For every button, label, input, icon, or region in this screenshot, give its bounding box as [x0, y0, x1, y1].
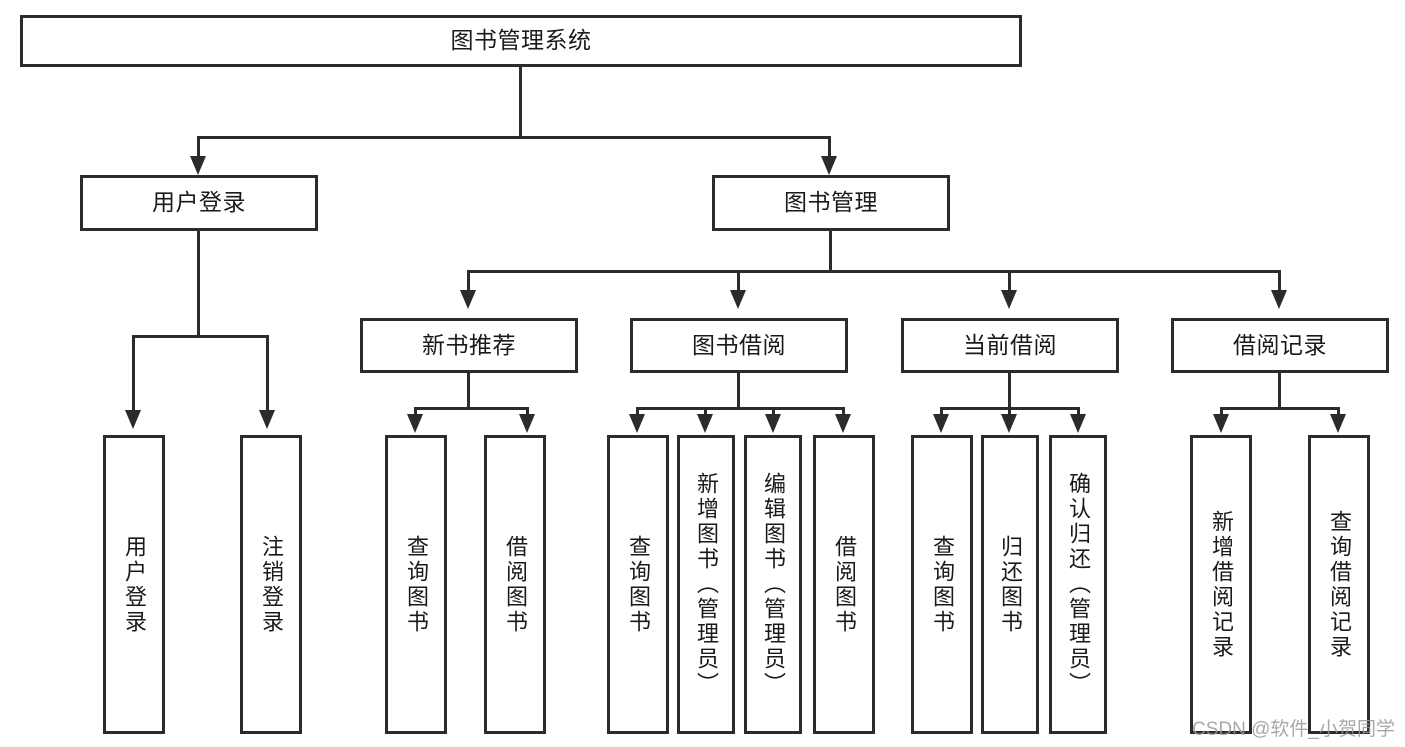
node-book-borrow[interactable]: 图书借阅: [630, 318, 848, 373]
leaf-logout[interactable]: 注销登录: [240, 435, 302, 734]
node-book-borrow-label: 图书借阅: [692, 331, 786, 358]
connector-borrow-stem: [737, 373, 740, 409]
connector-record-bar: [1220, 407, 1340, 410]
leaf-confirm-return-admin[interactable]: 确认归还（管理员）: [1049, 435, 1107, 734]
connector-bookmgmt-stem: [829, 231, 832, 272]
arrowhead-current-to-leaf2: [1001, 414, 1017, 433]
leaf-edit-book-admin[interactable]: 编辑图书（管理员）: [744, 435, 802, 734]
connector-login-bar: [132, 335, 269, 338]
arrowhead-bookmgmt-to-newbook: [460, 290, 476, 309]
leaf-query-book-borrow-label: 查询图书: [626, 534, 651, 635]
arrowhead-record-to-leaf2: [1330, 414, 1346, 433]
arrowhead-borrow-to-leaf3: [765, 414, 781, 433]
arrowhead-borrow-to-leaf2: [697, 414, 713, 433]
connector-login-to-leaf2: [266, 335, 269, 412]
arrowhead-bookmgmt-to-record: [1271, 290, 1287, 309]
node-root[interactable]: 图书管理系统: [20, 15, 1022, 67]
leaf-query-book-borrow[interactable]: 查询图书: [607, 435, 669, 734]
connector-borrow-to-leaf1: [636, 407, 639, 417]
connector-newbook-bar: [414, 407, 529, 410]
connector-record-to-leaf1: [1220, 407, 1223, 417]
arrowhead-borrow-to-leaf4: [835, 414, 851, 433]
connector-current-to-leaf1: [940, 407, 943, 417]
arrowhead-record-to-leaf1: [1213, 414, 1229, 433]
connector-record-to-leaf2: [1337, 407, 1340, 417]
node-current-borrow[interactable]: 当前借阅: [901, 318, 1119, 373]
connector-newbook-to-leaf2: [526, 407, 529, 417]
connector-root-stem: [519, 67, 522, 138]
connector-login-stem: [197, 231, 200, 337]
arrowhead-newbook-to-leaf2: [519, 414, 535, 433]
leaf-add-book-admin[interactable]: 新增图书（管理员）: [677, 435, 735, 734]
leaf-query-book-newbook-label: 查询图书: [404, 534, 429, 635]
leaf-borrow-book-borrow[interactable]: 借阅图书: [813, 435, 875, 734]
leaf-user-login[interactable]: 用户登录: [103, 435, 165, 734]
leaf-logout-label: 注销登录: [259, 534, 284, 635]
node-book-management[interactable]: 图书管理: [712, 175, 950, 231]
leaf-return-book[interactable]: 归还图书: [981, 435, 1039, 734]
arrowhead-root-to-bookmgmt: [821, 156, 837, 175]
leaf-query-borrow-record[interactable]: 查询借阅记录: [1308, 435, 1370, 734]
node-new-book-recommend-label: 新书推荐: [422, 331, 516, 358]
leaf-return-book-label: 归还图书: [998, 534, 1023, 635]
node-user-login[interactable]: 用户登录: [80, 175, 318, 231]
node-user-login-label: 用户登录: [152, 189, 246, 216]
leaf-query-borrow-record-label: 查询借阅记录: [1327, 509, 1352, 660]
arrowhead-newbook-to-leaf1: [407, 414, 423, 433]
node-borrow-record[interactable]: 借阅记录: [1171, 318, 1389, 373]
leaf-query-book-newbook[interactable]: 查询图书: [385, 435, 447, 734]
connector-root-bar: [197, 136, 831, 139]
node-new-book-recommend[interactable]: 新书推荐: [360, 318, 578, 373]
node-root-label: 图书管理系统: [450, 27, 592, 54]
arrowhead-current-to-leaf1: [933, 414, 949, 433]
node-borrow-record-label: 借阅记录: [1233, 331, 1327, 358]
connector-borrow-to-leaf2: [704, 407, 707, 417]
arrowhead-login-to-leaf1: [125, 410, 141, 429]
leaf-add-borrow-record[interactable]: 新增借阅记录: [1190, 435, 1252, 734]
arrowhead-borrow-to-leaf1: [629, 414, 645, 433]
arrowhead-login-to-leaf2: [259, 410, 275, 429]
leaf-borrow-book-borrow-label: 借阅图书: [832, 534, 857, 635]
leaf-query-book-current-label: 查询图书: [930, 534, 955, 635]
leaf-user-login-label: 用户登录: [122, 534, 147, 635]
connector-bookmgmt-to-borrow: [737, 270, 740, 292]
connector-borrow-to-leaf3: [772, 407, 775, 417]
leaf-edit-book-admin-label: 编辑图书（管理员）: [761, 472, 786, 697]
leaf-add-borrow-record-label: 新增借阅记录: [1209, 509, 1234, 660]
connector-bookmgmt-to-current: [1008, 270, 1011, 292]
arrowhead-current-to-leaf3: [1070, 414, 1086, 433]
connector-borrow-bar: [636, 407, 845, 410]
connector-current-to-leaf3: [1077, 407, 1080, 417]
connector-login-to-leaf1: [132, 335, 135, 412]
leaf-borrow-book-newbook[interactable]: 借阅图书: [484, 435, 546, 734]
arrowhead-root-to-login: [190, 156, 206, 175]
connector-newbook-stem: [467, 373, 470, 409]
connector-root-to-bookmgmt: [828, 136, 831, 160]
leaf-add-book-admin-label: 新增图书（管理员）: [694, 472, 719, 697]
connector-current-to-leaf2: [1008, 407, 1011, 417]
arrowhead-bookmgmt-to-current: [1001, 290, 1017, 309]
node-book-management-label: 图书管理: [784, 189, 878, 216]
connector-current-stem: [1008, 373, 1011, 409]
connector-record-stem: [1278, 373, 1281, 409]
connector-bookmgmt-to-record: [1278, 270, 1281, 292]
node-current-borrow-label: 当前借阅: [963, 331, 1057, 358]
connector-borrow-to-leaf4: [842, 407, 845, 417]
connector-bookmgmt-to-newbook: [467, 270, 470, 292]
leaf-borrow-book-newbook-label: 借阅图书: [503, 534, 528, 635]
connector-root-to-login: [197, 136, 200, 160]
leaf-query-book-current[interactable]: 查询图书: [911, 435, 973, 734]
connector-bookmgmt-bar: [467, 270, 1281, 273]
connector-newbook-to-leaf1: [414, 407, 417, 417]
arrowhead-bookmgmt-to-borrow: [730, 290, 746, 309]
leaf-confirm-return-admin-label: 确认归还（管理员）: [1066, 472, 1091, 697]
